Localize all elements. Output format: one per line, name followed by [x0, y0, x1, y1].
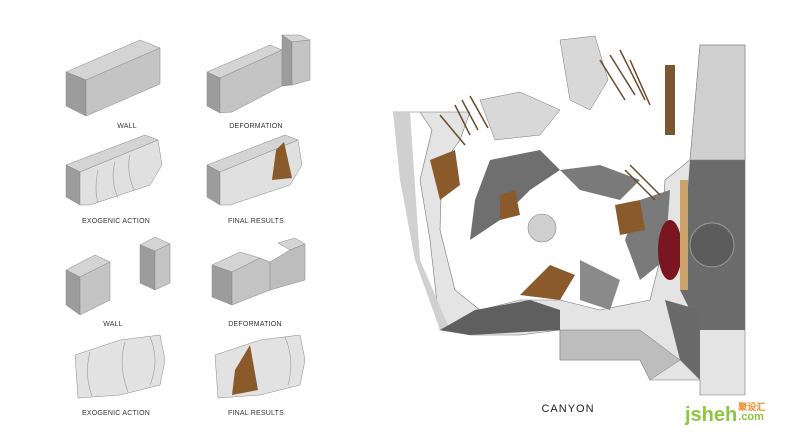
watermark-text: jsheh	[685, 404, 738, 426]
label-exogenic-action-2: EXOGENIC ACTION	[82, 410, 150, 417]
label-wall-1: WALL	[117, 123, 137, 130]
exogenic-action-1	[65, 134, 163, 206]
label-deformation-1: DEFORMATION	[229, 123, 283, 130]
final-results-2	[214, 334, 306, 399]
canyon-plan	[393, 35, 746, 396]
watermark-chinese: 聚设汇	[738, 402, 766, 412]
label-final-results-2: FINAL RESULTS	[228, 410, 284, 417]
plan-title: CANYON	[541, 403, 595, 415]
label-wall-2: WALL	[103, 321, 123, 328]
watermark-suffix: .com	[738, 411, 764, 423]
exogenic-action-2	[74, 334, 166, 399]
final-results-1	[206, 134, 303, 206]
deformation-box-1	[206, 34, 311, 114]
wall-box-1	[65, 39, 161, 117]
watermark-logo: jsheh 聚设汇 .com	[685, 402, 765, 426]
label-final-results-1: FINAL RESULTS	[228, 218, 284, 225]
wall-box-2	[65, 236, 171, 316]
watermark-side: 聚设汇 .com	[738, 402, 765, 423]
deformation-box-2	[211, 237, 306, 306]
label-exogenic-action-1: EXOGENIC ACTION	[82, 218, 150, 225]
label-deformation-2: DEFORMATION	[228, 321, 282, 328]
